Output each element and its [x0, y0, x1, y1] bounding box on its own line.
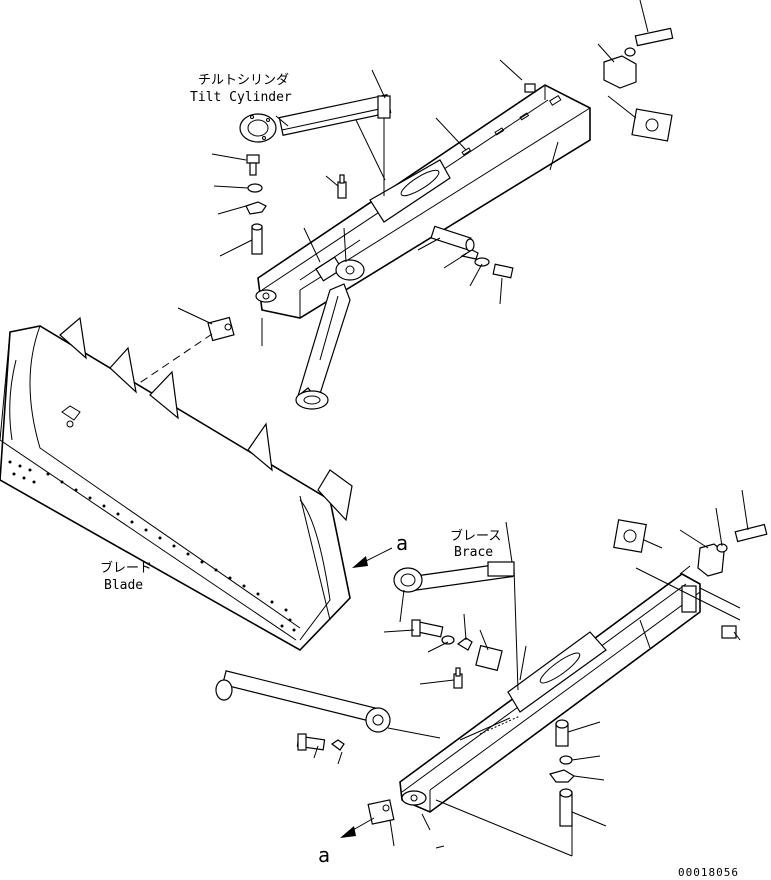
reference-arrow-a-top	[352, 547, 393, 568]
reference-label-a-top: a	[396, 531, 408, 555]
upper-small-parts	[207, 83, 536, 342]
upper-right-fittings	[603, 27, 674, 142]
lower-brace	[393, 561, 519, 691]
tilt-cylinder-label-en: Tilt Cylinder	[190, 90, 292, 105]
tilt-cylinder	[239, 94, 392, 196]
brace-label-jp: ブレース	[450, 528, 501, 544]
upper-brace	[295, 259, 365, 410]
upper-leader-lines	[177, 0, 649, 346]
reference-arrow-a-bottom	[340, 817, 375, 838]
right-frame-assembly	[215, 519, 768, 827]
reference-label-a-bottom: a	[318, 843, 330, 867]
drawing-number: 00018056	[678, 866, 739, 879]
lower-small-parts	[296, 619, 575, 827]
tilt-cylinder-label-jp: チルトシリンダ	[198, 73, 289, 88]
left-frame-assembly	[207, 27, 674, 410]
lower-cylinder	[215, 670, 391, 733]
blade	[0, 316, 353, 652]
blade-bolt-holes	[8, 460, 296, 632]
blade-label-jp: ブレード	[100, 560, 152, 576]
blade-label-en: Blade	[104, 578, 143, 593]
lower-right-fittings	[613, 519, 768, 639]
lower-leader-lines	[313, 489, 749, 857]
right-frame-beam	[399, 565, 701, 813]
brace-label-en: Brace	[454, 545, 493, 560]
